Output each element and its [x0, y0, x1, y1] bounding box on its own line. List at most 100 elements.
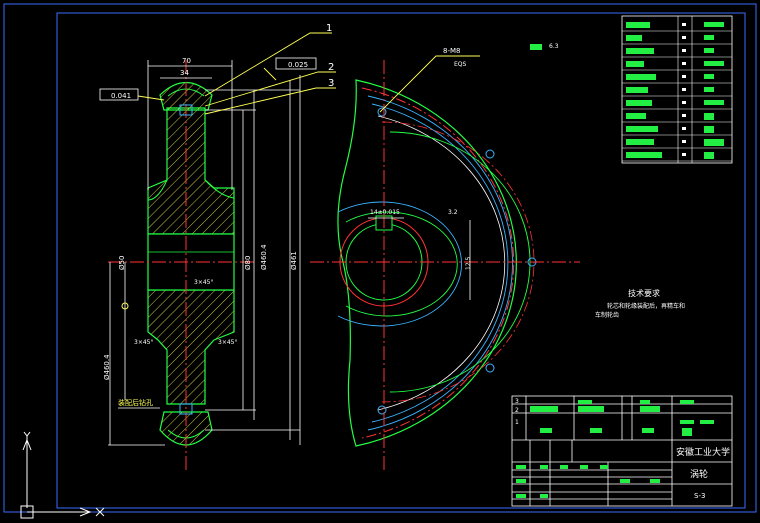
tbf-21 — [620, 479, 630, 483]
param-value-cell — [704, 87, 714, 92]
bolt-top — [179, 104, 193, 116]
tbf-6 — [680, 400, 694, 404]
param-label-cell — [626, 126, 658, 132]
outer-border — [3, 3, 757, 513]
tbf-2 — [578, 400, 592, 404]
thread-sub: EQS — [454, 61, 467, 68]
tbf-5 — [640, 406, 660, 412]
tbf-8 — [700, 420, 714, 424]
rim-bottom — [159, 411, 213, 446]
section-view — [108, 60, 255, 470]
tbf-20 — [540, 494, 548, 498]
tbf-3 — [578, 406, 604, 412]
roughness-bore: 3.2 — [448, 209, 458, 216]
callout-1: 1 — [326, 23, 332, 34]
tbf-4 — [640, 400, 650, 404]
bolt-bottom — [179, 403, 193, 415]
tol-right-value: 0.025 — [288, 61, 308, 69]
param-value-cell — [704, 100, 724, 105]
param-label-cell — [626, 152, 662, 158]
chamfer-top: 3×45° — [194, 279, 213, 286]
web-arc-l1 — [147, 179, 168, 201]
ring-2 — [371, 103, 509, 423]
section-hatch-lower — [147, 289, 235, 405]
web-arc-r1 — [204, 179, 235, 199]
tbf-16 — [580, 465, 588, 469]
parameter-table — [621, 15, 733, 164]
param-label-cell — [626, 100, 652, 106]
roughness-global: 6.3 — [549, 43, 559, 50]
tech-notes-title: 技术要求 — [628, 288, 660, 298]
title-block — [511, 395, 733, 507]
ring-4 — [389, 131, 531, 393]
param-unit-mark — [682, 114, 686, 117]
bolt-hole-2 — [485, 149, 495, 159]
tech-notes-line1: 轮芯和轮缘装配后，再精车和 — [607, 302, 685, 310]
param-value-cell — [704, 139, 724, 146]
ucs-x-arrow — [79, 507, 92, 517]
param-label-cell — [626, 48, 654, 54]
param-unit-mark — [682, 23, 686, 26]
ucs-x-letter-2 — [95, 507, 105, 517]
dim-ring: Ø460.4 — [260, 244, 268, 270]
param-label-cell — [626, 22, 650, 28]
tbf-13 — [516, 465, 526, 469]
title-block-fills — [516, 400, 714, 498]
front-view — [310, 60, 580, 472]
rev-mark-1: 1 — [515, 419, 519, 426]
dim-hub: Ø80 — [244, 256, 252, 270]
part-name: 涡轮 — [690, 468, 708, 480]
param-value-cell — [704, 61, 724, 66]
section-dimensions — [108, 60, 301, 446]
param-label-cell — [626, 87, 648, 93]
param-unit-mark — [682, 62, 686, 65]
bolt-hole-1 — [377, 107, 387, 117]
ucs-y-letter-1 — [23, 431, 28, 437]
param-unit-mark — [682, 49, 686, 52]
leader-tol-l — [137, 95, 165, 101]
ring-1 — [367, 95, 513, 431]
inner-border — [56, 12, 746, 509]
param-label-cell — [626, 113, 646, 119]
param-unit-mark — [682, 140, 686, 143]
tbf-10 — [590, 428, 602, 433]
tbf-15 — [560, 465, 568, 469]
dim-top-width: 70 — [182, 57, 191, 65]
tbf-9 — [540, 428, 552, 433]
callout-2: 2 — [328, 62, 334, 73]
outer-profile — [337, 79, 517, 447]
rev-mark-3: 3 — [515, 398, 519, 405]
chamfer-right: 3×45° — [218, 339, 237, 346]
thread-note: 8-M8 — [443, 47, 460, 55]
param-value-cell — [704, 35, 714, 40]
tbf-18 — [516, 479, 526, 483]
callout-3: 3 — [328, 78, 334, 89]
param-label-cell — [626, 35, 642, 41]
leader-3 — [204, 87, 336, 115]
tol-frame-right — [275, 57, 317, 70]
tech-notes-line2: 车制轮齿 — [595, 311, 619, 319]
thread-leader — [379, 55, 480, 113]
sheet-number: S-3 — [694, 492, 705, 500]
tbf-22 — [650, 479, 660, 483]
param-value-cell — [704, 113, 714, 120]
tbf-1 — [530, 406, 558, 412]
datum-mark — [121, 302, 129, 310]
ucs-axis-icon — [20, 431, 105, 519]
param-value-cell — [704, 48, 714, 53]
chamfer-left: 3×45° — [134, 339, 153, 346]
param-label-cell — [626, 139, 654, 145]
param-value-cell — [704, 22, 724, 27]
ucs-box — [20, 505, 34, 519]
dim-bore: Ø50 — [118, 256, 126, 270]
tbf-11 — [642, 428, 654, 433]
small-dim: 12.5 — [465, 256, 472, 270]
bolt-hole-4 — [485, 363, 495, 373]
tbf-19 — [516, 494, 526, 498]
param-unit-mark — [682, 153, 686, 156]
param-unit-mark — [682, 88, 686, 91]
tbf-17 — [600, 465, 608, 469]
tbf-14 — [540, 465, 548, 469]
param-value-cell — [704, 74, 714, 79]
